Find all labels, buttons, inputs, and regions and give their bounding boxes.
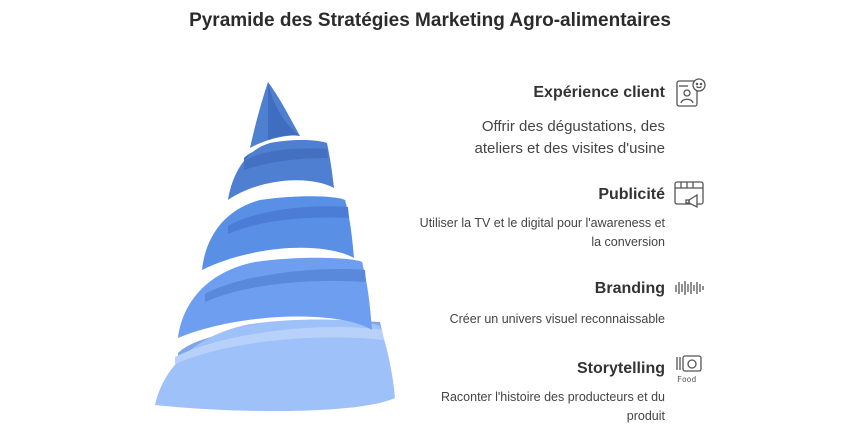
item-description-line: produit <box>626 409 665 423</box>
page-title: Pyramide des Stratégies Marketing Agro-a… <box>189 10 671 31</box>
item-description-line: Créer un univers visuel reconnaissable <box>449 312 665 326</box>
item-title: Publicité <box>598 186 665 203</box>
item-description-line: la conversion <box>591 235 665 249</box>
customer-review-icon <box>676 78 706 108</box>
tier3-curl <box>205 269 366 302</box>
food-label: Food <box>677 375 696 384</box>
item-title: Expérience client <box>533 84 665 101</box>
tier2-curl <box>228 206 349 234</box>
item-title: Branding <box>594 280 665 297</box>
item-experience-client: Expérience client Offrir des dégustation… <box>475 84 665 160</box>
tier4-highlight <box>175 327 384 364</box>
item-description-line: Offrir des dégustations, des <box>481 118 665 135</box>
item-title: Storytelling <box>576 360 665 377</box>
item-description-line: Raconter l'histoire des producteurs et d… <box>440 390 665 404</box>
item-description-line: ateliers et des visites d'usine <box>474 140 665 157</box>
food-camera-icon: Food <box>674 354 706 386</box>
item-storytelling: Storytelling Raconter l'histoire des pro… <box>441 360 665 426</box>
wave-pattern-icon <box>674 278 706 298</box>
item-publicite: Publicité Utiliser la TV et le digital p… <box>420 186 665 252</box>
megaphone-billboard-icon <box>674 180 706 210</box>
item-branding: Branding Créer un univers visuel reconna… <box>450 280 665 329</box>
tier1-curl <box>244 148 328 170</box>
pyramid-tip-shade <box>268 82 300 140</box>
item-description-line: Utiliser la TV et le digital pour l'awar… <box>419 216 665 230</box>
